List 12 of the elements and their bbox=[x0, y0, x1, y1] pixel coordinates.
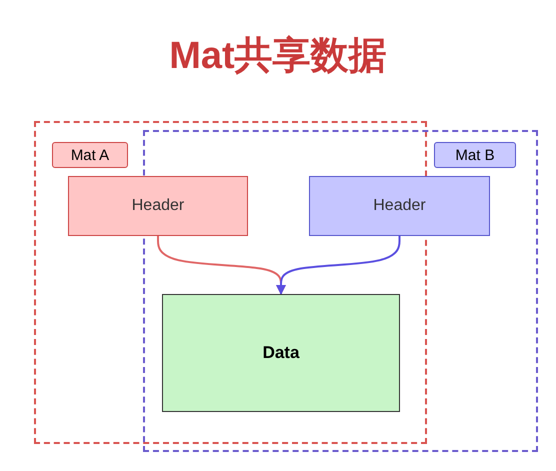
process-box bbox=[162, 294, 400, 412]
node-label: Mat B bbox=[455, 146, 495, 164]
node-label: Header bbox=[373, 197, 426, 215]
process-box bbox=[68, 176, 248, 236]
tag-box bbox=[52, 142, 128, 168]
node-label: Header bbox=[132, 197, 184, 215]
arrow bbox=[276, 236, 400, 295]
node-label: Data bbox=[262, 343, 300, 363]
title: Mat共享数据 bbox=[168, 34, 388, 79]
process-box bbox=[309, 176, 490, 236]
tag-box bbox=[434, 142, 516, 168]
node-label: Mat A bbox=[70, 146, 110, 164]
